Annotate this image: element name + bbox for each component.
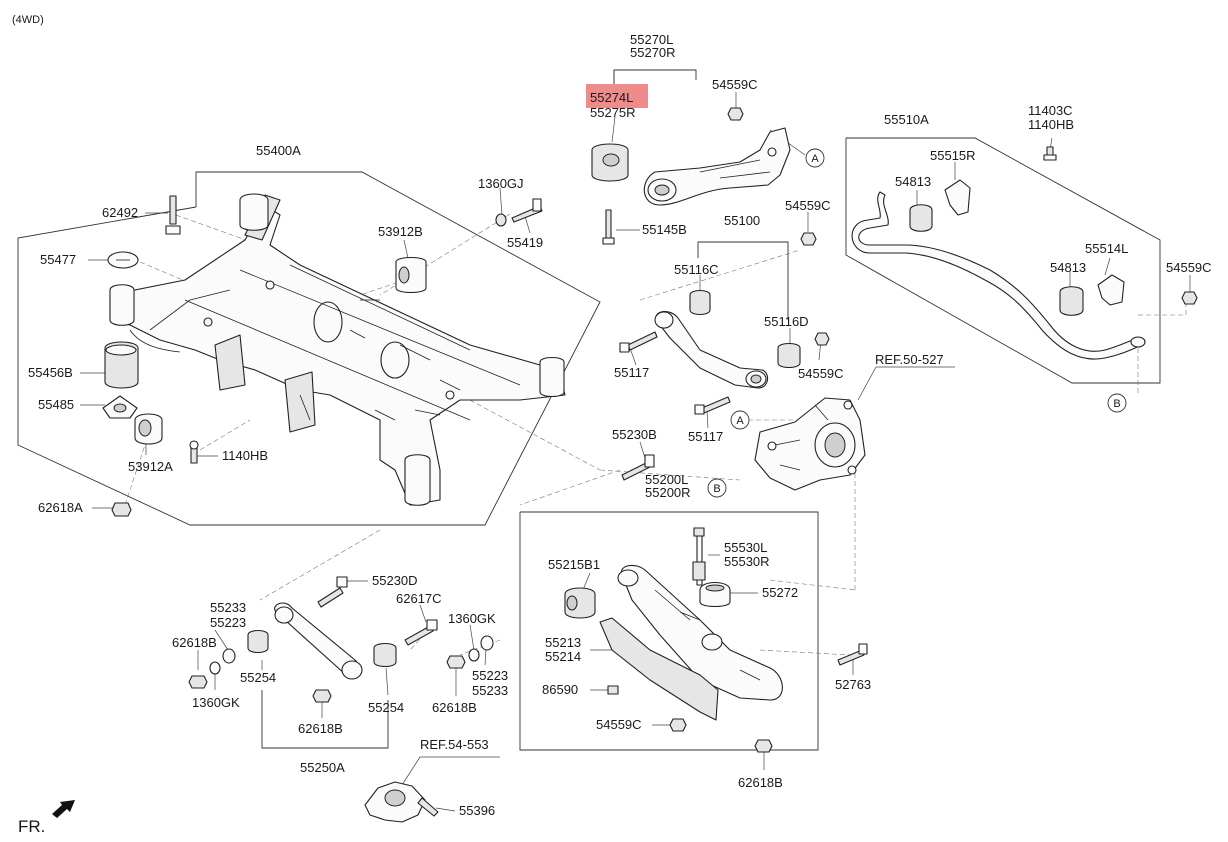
part-label-11403C[interactable]: 11403C	[1028, 103, 1073, 118]
crossmember-small-parts	[102, 195, 543, 517]
part-label-55514L[interactable]: 55514L	[1085, 241, 1128, 256]
part-label-1140HB-top[interactable]: 1140HB	[1028, 117, 1074, 132]
diff-mount-drawing	[364, 781, 439, 823]
leader-lines	[80, 92, 1191, 812]
front-direction-label: FR.	[18, 817, 45, 836]
part-label-55270R[interactable]: 55270R	[630, 45, 676, 60]
part-label-1360GK-left[interactable]: 1360GK	[192, 695, 240, 710]
part-label-55396[interactable]: 55396	[459, 803, 495, 818]
part-label-55145B[interactable]: 55145B	[642, 222, 687, 237]
lower-arm-group-box	[519, 511, 819, 751]
part-label-55510A[interactable]: 55510A	[884, 112, 929, 127]
part-label-55515R[interactable]: 55515R	[930, 148, 976, 163]
part-label-55117-lower[interactable]: 55117	[688, 429, 723, 444]
part-label-55250A[interactable]: 55250A	[300, 760, 345, 775]
svg-text:A: A	[736, 415, 744, 427]
part-label-55419[interactable]: 55419	[507, 235, 543, 250]
part-label-55117-upper[interactable]: 55117	[614, 365, 649, 380]
part-label-52763[interactable]: 52763	[835, 677, 871, 692]
part-label-55215B1[interactable]: 55215B1	[548, 557, 600, 572]
part-label-55100[interactable]: 55100	[724, 213, 760, 228]
part-label-54813-upper[interactable]: 54813	[895, 174, 931, 189]
svg-text:B: B	[713, 483, 720, 495]
part-label-54559C-lowerarm[interactable]: 54559C	[596, 717, 642, 732]
part-label-62618B-left[interactable]: 62618B	[172, 635, 217, 650]
part-label-62618B-center[interactable]: 62618B	[432, 700, 477, 715]
part-label-1360GK-right[interactable]: 1360GK	[448, 611, 496, 626]
crossmember-drawing	[109, 193, 566, 506]
part-label-62618B-assist[interactable]: 62618B	[298, 721, 343, 736]
ref-label-50-527[interactable]: REF.50-527	[875, 352, 944, 367]
variant-label: (4WD)	[12, 14, 44, 26]
part-label-54559C-top[interactable]: 54559C	[712, 77, 758, 92]
svg-text:B: B	[1113, 398, 1120, 410]
part-label-55230B[interactable]: 55230B	[612, 427, 657, 442]
assist-arm-drawing	[188, 576, 494, 703]
part-label-55477[interactable]: 55477	[40, 252, 76, 267]
part-label-55233-right[interactable]: 55233	[472, 683, 508, 698]
part-label-62618B-right[interactable]: 62618B	[738, 775, 783, 790]
stabilizer-bar-drawing	[851, 146, 1198, 360]
part-label-86590[interactable]: 86590	[542, 682, 578, 697]
part-label-55485[interactable]: 55485	[38, 397, 74, 412]
part-label-55400A[interactable]: 55400A	[256, 143, 301, 158]
part-label-55254-right[interactable]: 55254	[368, 700, 404, 715]
part-label-55530R[interactable]: 55530R	[724, 554, 770, 569]
knuckle-drawing	[754, 397, 866, 491]
trailing-arm-group-bracket	[613, 69, 697, 85]
part-label-55214[interactable]: 55214	[545, 649, 581, 664]
part-label-55200R[interactable]: 55200R	[645, 485, 691, 500]
part-label-53912B[interactable]: 53912B	[378, 224, 423, 239]
part-label-54559C-mid[interactable]: 54559C	[785, 198, 831, 213]
front-direction-arrow-icon	[52, 800, 75, 818]
callout-a-lower: A	[730, 410, 750, 430]
part-label-55213[interactable]: 55213	[545, 635, 581, 650]
part-label-55275R[interactable]: 55275R	[590, 105, 636, 120]
part-label-62618A[interactable]: 62618A	[38, 500, 83, 515]
callout-a-upper: A	[805, 148, 825, 168]
part-label-54559C-right[interactable]: 54559C	[1166, 260, 1212, 275]
part-label-55456B[interactable]: 55456B	[28, 365, 73, 380]
part-label-55274L[interactable]: 55274L	[590, 90, 633, 105]
part-label-54813-lower[interactable]: 54813	[1050, 260, 1086, 275]
part-label-1360GJ[interactable]: 1360GJ	[478, 176, 524, 191]
part-label-53912A[interactable]: 53912A	[128, 459, 173, 474]
assist-arm-bracket	[261, 690, 389, 749]
part-label-1140HB-mid[interactable]: 1140HB	[222, 448, 268, 463]
part-label-55116D[interactable]: 55116D	[764, 314, 809, 329]
part-label-55530L[interactable]: 55530L	[724, 540, 767, 555]
trailing-arm-drawing	[591, 107, 791, 245]
part-label-62617C[interactable]: 62617C	[396, 591, 442, 606]
part-label-55223-right[interactable]: 55223	[472, 668, 508, 683]
part-label-62492[interactable]: 62492	[102, 205, 138, 220]
part-label-55223-left[interactable]: 55223	[210, 615, 246, 630]
part-label-55272[interactable]: 55272	[762, 585, 798, 600]
part-label-55230D[interactable]: 55230D	[372, 573, 418, 588]
svg-text:A: A	[811, 153, 819, 165]
part-label-55200L[interactable]: 55200L	[645, 472, 688, 487]
highlighted-part-marker	[586, 84, 648, 108]
callout-b-right: B	[1107, 393, 1127, 413]
upper-arm-drawing	[619, 232, 830, 415]
crossmember-group-box	[17, 171, 601, 526]
part-label-55116C[interactable]: 55116C	[674, 262, 719, 277]
stabilizer-group-box	[845, 137, 1161, 384]
callout-b-center: B	[707, 478, 727, 498]
ref-label-54-553[interactable]: REF.54-553	[420, 737, 489, 752]
part-label-55254-left[interactable]: 55254	[240, 670, 276, 685]
part-label-54559C-upperarm[interactable]: 54559C	[798, 366, 844, 381]
upper-arm-bracket	[697, 241, 789, 320]
part-label-55270L[interactable]: 55270L	[630, 32, 673, 47]
part-label-55233-left[interactable]: 55233	[210, 600, 246, 615]
lower-arm-drawing	[564, 454, 868, 753]
